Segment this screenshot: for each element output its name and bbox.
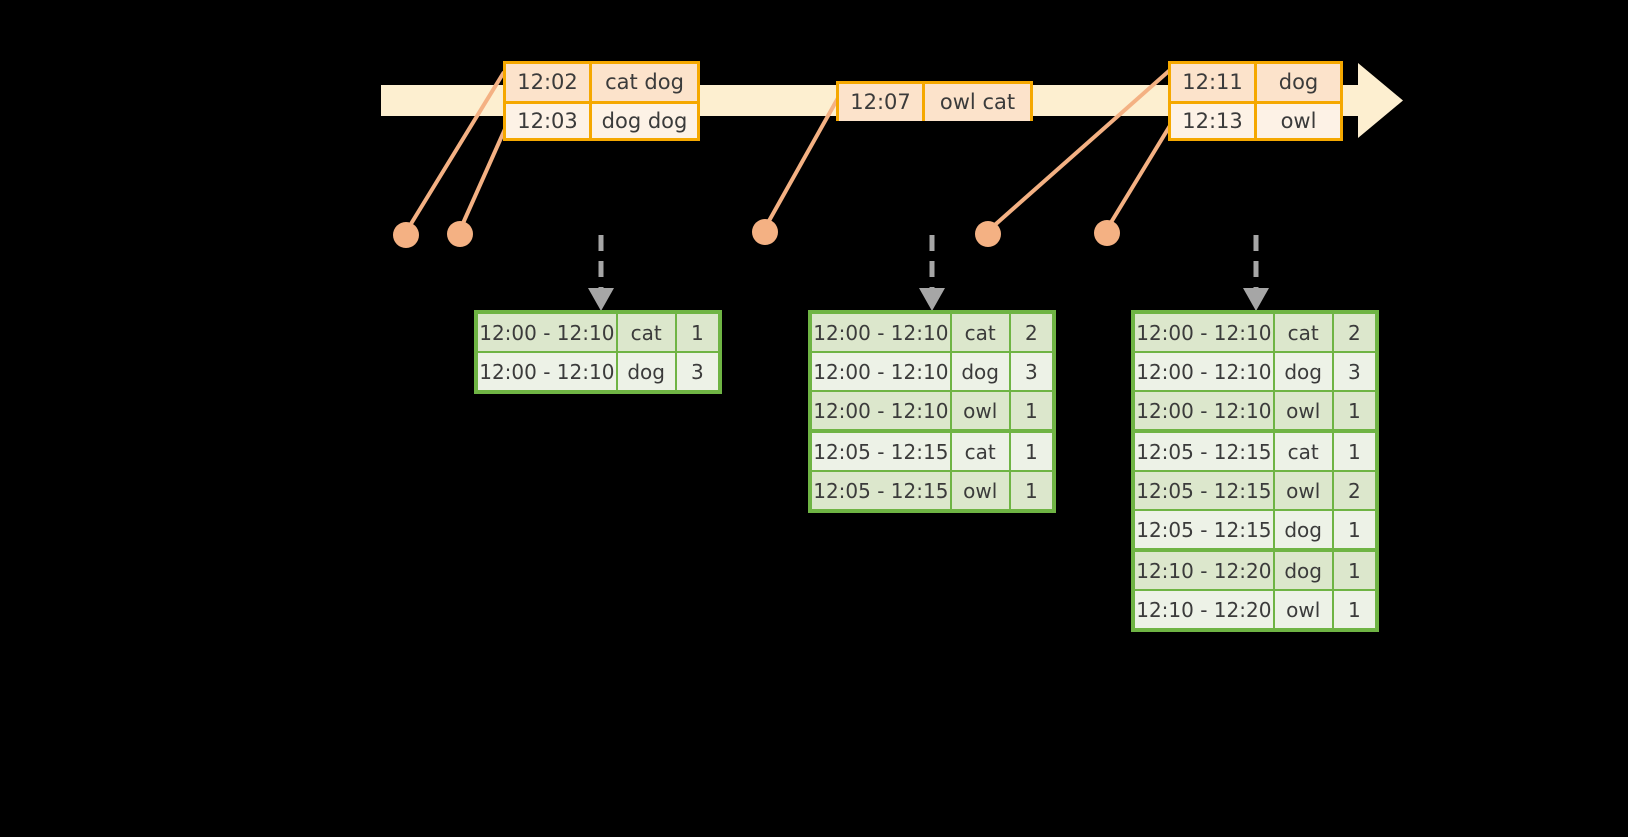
cell-word: cat	[951, 314, 1009, 351]
cell-word: owl	[951, 392, 1009, 429]
cell-window: 12:00 - 12:10	[478, 353, 616, 390]
cell-word: dog	[1274, 511, 1332, 548]
event-words: owl	[1257, 104, 1340, 138]
cell-window: 12:05 - 12:15	[812, 472, 950, 509]
cell-window: 12:00 - 12:10	[1135, 314, 1273, 351]
connector-dots	[393, 219, 1120, 248]
cell-count: 2	[1333, 314, 1375, 351]
dashed-arrows	[598, 235, 1259, 288]
event-time: 12:02	[506, 64, 592, 101]
cell-count: 1	[1333, 591, 1375, 628]
dashed-arrow-heads	[588, 288, 1269, 311]
event-group-1[interactable]: 12:02 cat dog 12:03 dog dog	[503, 61, 700, 141]
event-time: 12:13	[1171, 104, 1257, 138]
event-row[interactable]: 12:11 dog	[1171, 64, 1340, 101]
cell-count: 1	[1010, 392, 1052, 429]
row-group-separator	[812, 429, 1052, 433]
cell-count: 2	[1010, 314, 1052, 351]
cell-count: 3	[676, 353, 718, 390]
cell-count: 1	[1333, 552, 1375, 589]
cell-word: dog	[617, 353, 675, 390]
cell-word: owl	[1274, 591, 1332, 628]
event-row[interactable]: 12:02 cat dog	[506, 64, 697, 101]
cell-word: owl	[1274, 392, 1332, 429]
event-row[interactable]: 12:13 owl	[1171, 101, 1340, 138]
event-words: owl cat	[925, 84, 1030, 121]
event-time: 12:03	[506, 104, 592, 138]
cell-count: 1	[676, 314, 718, 351]
cell-count: 2	[1333, 472, 1375, 509]
cell-word: cat	[951, 433, 1009, 470]
cell-window: 12:10 - 12:20	[1135, 552, 1273, 589]
cell-count: 3	[1010, 353, 1052, 390]
cell-count: 1	[1010, 433, 1052, 470]
event-time: 12:11	[1171, 64, 1257, 101]
connector-dot	[752, 219, 778, 245]
cell-word: cat	[1274, 314, 1332, 351]
cell-word: dog	[1274, 552, 1332, 589]
cell-word: dog	[1274, 353, 1332, 390]
cell-window: 12:05 - 12:15	[812, 433, 950, 470]
cell-window: 12:05 - 12:15	[1135, 433, 1273, 470]
cell-window: 12:00 - 12:10	[812, 353, 950, 390]
cell-count: 1	[1333, 392, 1375, 429]
connector-dot	[975, 221, 1001, 247]
event-group-3[interactable]: 12:11 dog 12:13 owl	[1168, 61, 1343, 141]
cell-word: cat	[617, 314, 675, 351]
cell-window: 12:00 - 12:10	[478, 314, 616, 351]
cell-count: 1	[1010, 472, 1052, 509]
cell-window: 12:00 - 12:10	[812, 314, 950, 351]
cell-count: 1	[1333, 433, 1375, 470]
row-group-separator	[1135, 548, 1375, 552]
cell-count: 1	[1333, 511, 1375, 548]
cell-word: dog	[951, 353, 1009, 390]
cell-window: 12:00 - 12:10	[812, 392, 950, 429]
cell-word: owl	[951, 472, 1009, 509]
event-group-2[interactable]: 12:07 owl cat	[836, 81, 1033, 121]
event-row[interactable]: 12:07 owl cat	[839, 84, 1030, 121]
cell-window: 12:05 - 12:15	[1135, 472, 1273, 509]
cell-word: owl	[1274, 472, 1332, 509]
connector-dot	[393, 222, 419, 248]
cell-count: 3	[1333, 353, 1375, 390]
cell-word: cat	[1274, 433, 1332, 470]
event-words: cat dog	[592, 64, 697, 101]
cell-window: 12:10 - 12:20	[1135, 591, 1273, 628]
connector-dot	[447, 221, 473, 247]
cell-window: 12:05 - 12:15	[1135, 511, 1273, 548]
event-row[interactable]: 12:03 dog dog	[506, 101, 697, 138]
connector-dot	[1094, 220, 1120, 246]
cell-window: 12:00 - 12:10	[1135, 353, 1273, 390]
row-group-separator	[1135, 429, 1375, 433]
event-words: dog	[1257, 64, 1340, 101]
cell-window: 12:00 - 12:10	[1135, 392, 1273, 429]
event-time: 12:07	[839, 84, 925, 121]
event-words: dog dog	[592, 104, 697, 138]
